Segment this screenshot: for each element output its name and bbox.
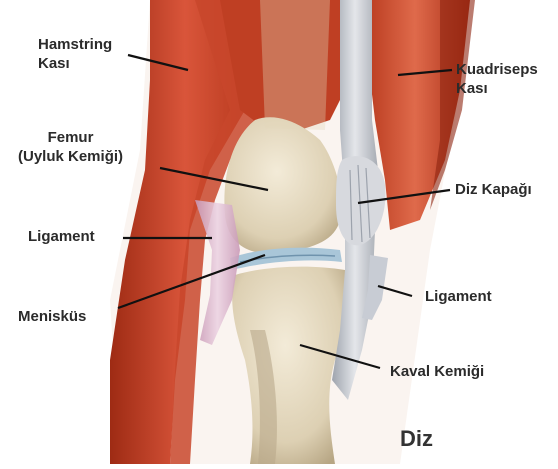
label-femur: Femur (Uyluk Kemiği): [18, 128, 123, 166]
label-menisk: Menisküs: [18, 307, 86, 326]
label-ligament-left: Ligament: [28, 227, 95, 246]
label-ligament-right: Ligament: [425, 287, 492, 306]
label-patella: Diz Kapağı: [455, 180, 532, 199]
diagram-title: Diz: [400, 426, 433, 452]
label-hamstring: Hamstring Kası: [38, 35, 112, 73]
femur-shaft: [260, 0, 330, 130]
label-tibia: Kaval Kemiği: [390, 362, 484, 381]
label-kuadriseps: Kuadriseps Kası: [456, 60, 538, 98]
